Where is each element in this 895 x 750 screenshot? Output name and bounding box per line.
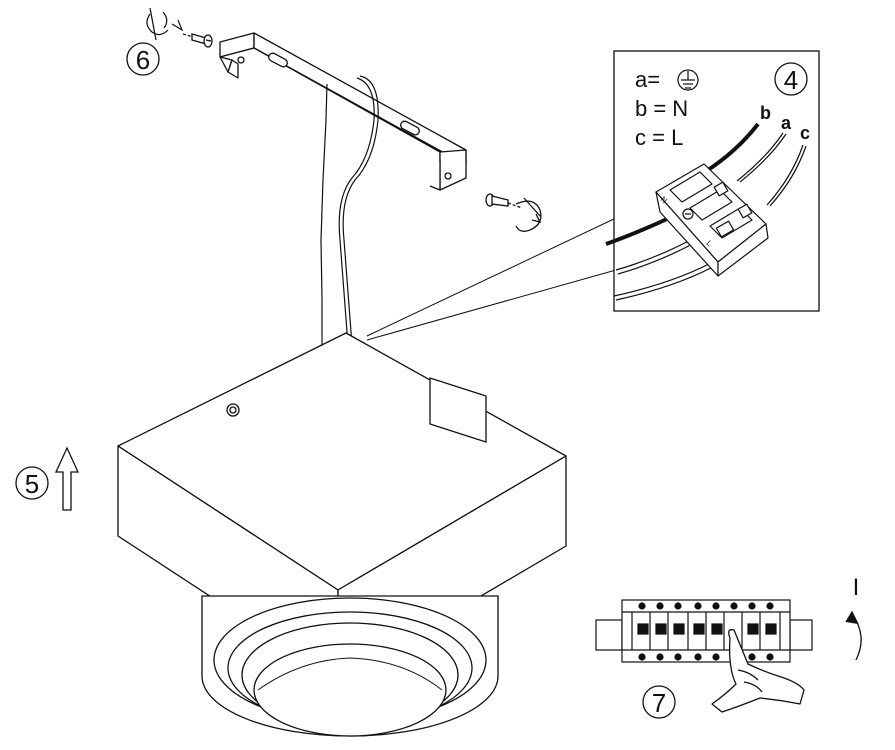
wire-label-b: b — [760, 103, 771, 123]
step-7-number: 7 — [652, 688, 666, 718]
lamp-ring — [201, 595, 499, 737]
step-6-number: 6 — [136, 45, 150, 75]
step-4-badge — [774, 62, 808, 96]
legend-line-c: c = L — [635, 125, 683, 150]
screw-right-icon — [485, 193, 542, 232]
supply-wires — [320, 75, 379, 346]
connector-label-l: L — [705, 239, 715, 249]
ground-icon — [677, 69, 699, 91]
legend-line-b: b = N — [635, 96, 688, 121]
step-7-callout: 7 — [642, 685, 676, 719]
switch-on-arrow-icon — [845, 610, 862, 661]
wago-connector — [655, 163, 769, 277]
connector-label-n: N — [659, 195, 669, 206]
switch-on-mark: I — [853, 574, 860, 601]
wire-label-c: c — [800, 123, 810, 143]
step-4-number: 4 — [784, 65, 798, 95]
push-up-arrow-icon — [54, 446, 80, 511]
breaker-panel — [595, 599, 813, 663]
screw-icon — [182, 33, 213, 48]
cable-entry-cutout — [429, 377, 487, 443]
step-5-number: 5 — [25, 469, 39, 499]
step-6-callout: 6 — [126, 42, 160, 76]
rotate-arrow-icon — [146, 7, 184, 41]
legend-line-a: a= — [635, 67, 660, 92]
wire-label-a: a — [781, 113, 792, 133]
mounting-bracket — [219, 32, 467, 191]
zoom-lines — [366, 217, 617, 341]
wiring-detail-panel: 4 a= b = N c = L b a c — [605, 50, 820, 312]
hand-icon — [711, 629, 805, 713]
step-5-callout: 5 — [15, 466, 49, 500]
